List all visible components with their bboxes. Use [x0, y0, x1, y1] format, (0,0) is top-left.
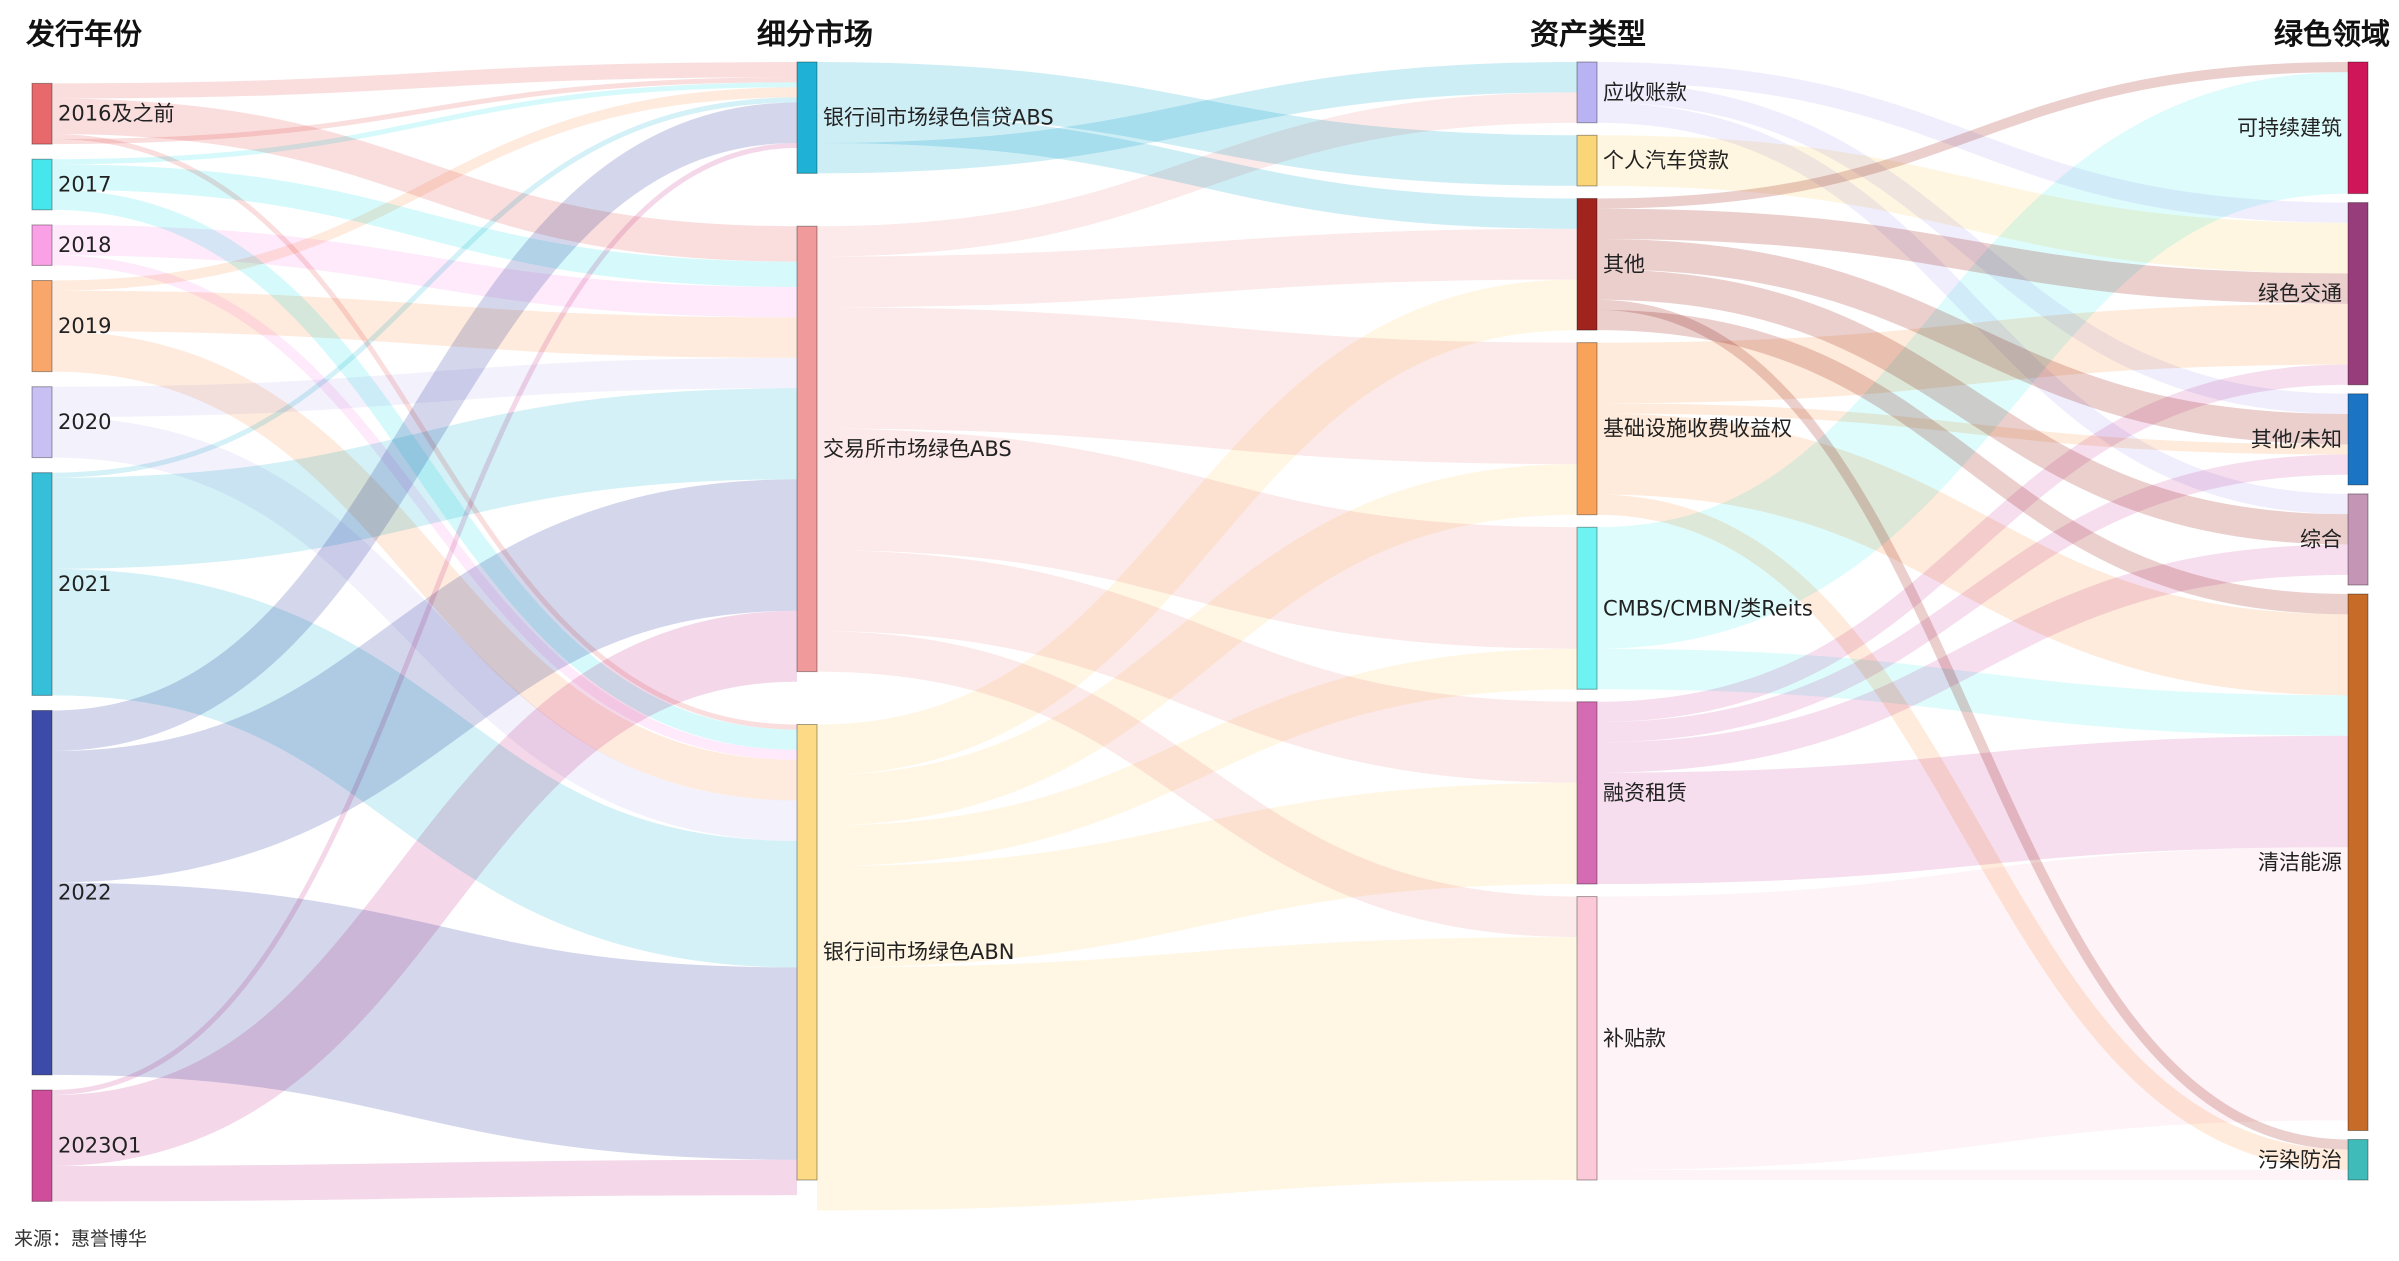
link-y2022-mAbn — [51, 882, 798, 1160]
link-aCar-dTrans — [1596, 135, 2349, 274]
node-label-dTrans: 绿色交通 — [2258, 282, 2342, 306]
node-dTrans — [2347, 202, 2369, 386]
link-aOther-dBuild — [1596, 62, 2349, 209]
link-y2019-mEx — [51, 290, 798, 358]
link-y2020-mEx — [51, 357, 798, 418]
node-y2023 — [31, 1089, 53, 1202]
node-label-dMix: 综合 — [2300, 527, 2342, 551]
link-y2023-mBank — [51, 142, 798, 1096]
node-label-aLease: 融资租赁 — [1603, 781, 1687, 805]
node-label-aSub: 补贴款 — [1603, 1026, 1666, 1050]
node-y2022 — [31, 709, 53, 1076]
node-label-y2022: 2022 — [58, 881, 111, 905]
node-label-dPollu: 污染防治 — [2258, 1148, 2342, 1172]
node-aCmbs — [1576, 526, 1598, 690]
link-aLease-dMix — [1596, 544, 2349, 773]
link-aLease-dClean — [1596, 735, 2349, 885]
node-label-y2020: 2020 — [58, 410, 111, 434]
node-label-y2019: 2019 — [58, 314, 111, 338]
node-mEx — [796, 225, 818, 673]
link-mEx-aSub — [816, 631, 1578, 938]
column-title-domain: 绿色领域 — [2274, 17, 2390, 51]
link-aOther-dTrans — [1596, 208, 2349, 304]
node-aInfra — [1576, 342, 1598, 516]
node-label-mAbn: 银行间市场绿色ABN — [823, 940, 1014, 964]
link-y2017-mBank — [51, 82, 798, 165]
link-aCmbs-dBuild — [1595, 72, 2350, 649]
column-title-asset: 资产类型 — [1530, 17, 1646, 51]
column-titles: 发行年份 细分市场 资产类型 绿色领域 — [25, 17, 2390, 51]
node-y2021 — [31, 472, 53, 696]
node-dPollu — [2347, 1139, 2369, 1181]
link-aCmbs-dClean — [1596, 648, 2349, 736]
node-aOther — [1576, 197, 1598, 331]
node-mBank — [796, 61, 818, 174]
node-y2020 — [31, 386, 53, 459]
link-mAbn-aSub — [816, 937, 1578, 1211]
node-label-dBuild: 可持续建筑 — [2237, 116, 2342, 140]
sankey-nodes — [31, 61, 2369, 1202]
link-y2019-mAbn — [51, 331, 798, 801]
link-y2023-mAbn — [51, 1159, 798, 1202]
link-aLease-dTrans — [1596, 364, 2349, 723]
node-aSub — [1576, 896, 1598, 1181]
node-y2016 — [31, 82, 53, 145]
link-y2018-mEx — [51, 224, 798, 318]
node-label-aAR: 应收账款 — [1603, 80, 1687, 104]
link-mEx-aAR — [816, 92, 1578, 257]
node-label-dOther: 其他/未知 — [2251, 427, 2342, 451]
node-dBuild — [2347, 61, 2369, 195]
node-label-y2017: 2017 — [58, 173, 111, 197]
node-label-mEx: 交易所市场绿色ABS — [823, 437, 1012, 461]
node-dOther — [2347, 393, 2369, 486]
node-label-mBank: 银行间市场绿色信贷ABS — [823, 106, 1054, 130]
link-y2022-mBank — [51, 102, 798, 751]
link-y2021-mBank — [51, 97, 798, 478]
link-aSub-dClean — [1596, 847, 2349, 1170]
source-note: 来源：惠誉博华 — [14, 1228, 148, 1250]
sankey-links — [51, 61, 2350, 1211]
link-y2016-mBank — [51, 77, 798, 145]
node-mAbn — [796, 723, 818, 1181]
node-label-aCmbs: CMBS/CMBN/类Reits — [1603, 596, 1813, 620]
node-label-y2016: 2016及之前 — [58, 102, 174, 126]
link-mEx-aInfra — [816, 307, 1578, 465]
node-aLease — [1576, 701, 1598, 885]
node-label-aInfra: 基础设施收费收益权 — [1603, 417, 1792, 441]
node-label-dClean: 清洁能源 — [2258, 850, 2342, 874]
node-y2017 — [31, 158, 53, 211]
node-label-y2021: 2021 — [58, 572, 111, 596]
link-y2019-mBank — [51, 87, 798, 291]
link-mAbn-aLease — [816, 782, 1578, 968]
link-mEx-aOther — [816, 228, 1578, 308]
node-dMix — [2347, 493, 2369, 586]
node-label-y2023: 2023Q1 — [58, 1134, 141, 1158]
node-y2018 — [31, 224, 53, 266]
column-title-market: 细分市场 — [757, 17, 873, 51]
node-label-y2018: 2018 — [58, 233, 111, 257]
link-y2016-mEx — [51, 98, 798, 262]
node-label-aOther: 其他 — [1603, 252, 1645, 276]
link-mAbn-aOther — [816, 279, 1578, 776]
link-mBank-aAR — [816, 62, 1578, 174]
link-y2022-mEx — [51, 479, 798, 883]
link-y2021-mEx — [51, 388, 798, 569]
link-mAbn-aInfra — [816, 464, 1578, 826]
sankey-labels: 2016及之前 2017 2018 2019 2020 2021 2022 2023Q1 银行间… — [58, 80, 2342, 1171]
node-aAR — [1576, 61, 1598, 124]
node-dClean — [2347, 593, 2369, 1132]
link-y2021-mAbn — [51, 568, 798, 968]
link-y2023-mEx — [51, 610, 798, 1166]
node-y2019 — [31, 280, 53, 373]
link-y2017-mEx — [51, 164, 798, 287]
link-aLease-dOther — [1596, 454, 2349, 743]
node-aCar — [1576, 134, 1598, 187]
link-mAbn-aCmbs — [816, 648, 1578, 867]
link-y2016-mBank — [51, 62, 798, 99]
node-label-aCar: 个人汽车贷款 — [1603, 149, 1729, 173]
link-aOther-dClean — [1596, 309, 2349, 615]
column-title-year: 发行年份 — [25, 17, 142, 51]
